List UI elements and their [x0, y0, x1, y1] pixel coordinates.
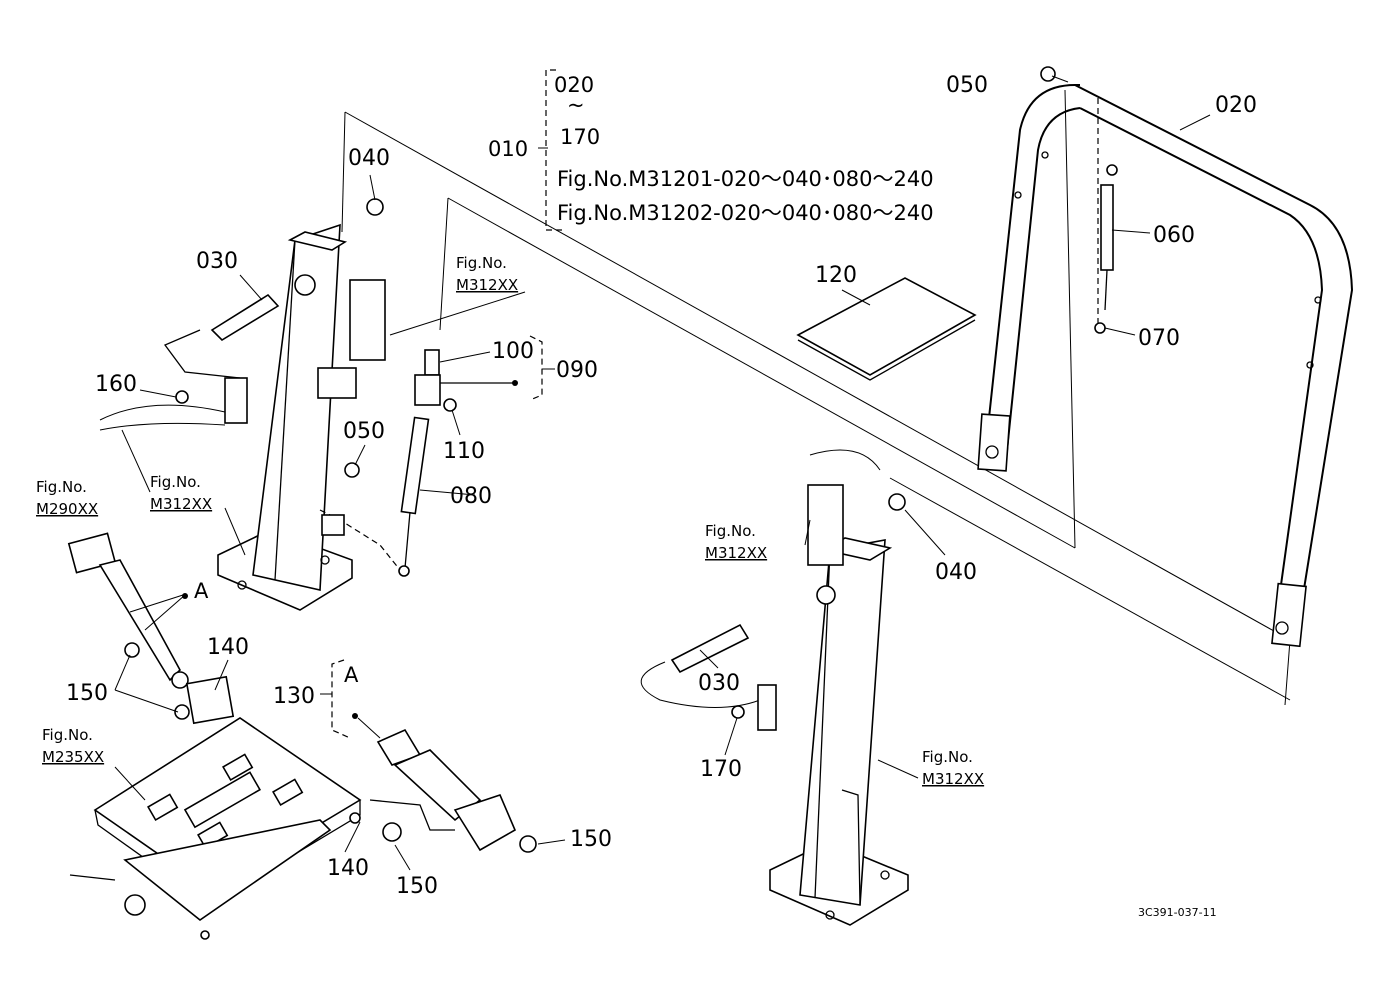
- group-090-label: 090: [556, 358, 598, 383]
- part-label-030-left: 030: [196, 249, 238, 274]
- marker-a: A: [194, 579, 209, 603]
- part-label-040-right: 040: [935, 560, 977, 585]
- manual-book-120: [796, 277, 977, 381]
- left-post-assembly: [163, 198, 386, 611]
- roll-bar-frame: [977, 84, 1354, 648]
- group-010-ref-2: Fig.No.M31202-020～040･080～240: [557, 201, 934, 225]
- group-130-marker: A: [344, 663, 359, 687]
- fig-ref-m312-upper: M312XX: [456, 276, 518, 294]
- seat-belt-tongue-130: [349, 728, 537, 853]
- part-label-120: 120: [815, 263, 857, 288]
- fig-ref-right-label: Fig.No.: [922, 748, 973, 766]
- drawing-number: 3C391-037-11: [1138, 906, 1217, 919]
- fig-ref-m235: M235XX: [42, 748, 104, 766]
- part-label-030-right: 030: [698, 671, 740, 696]
- group-130-label: 130: [273, 684, 315, 709]
- left-hose: [99, 404, 226, 431]
- part-label-110: 110: [443, 439, 485, 464]
- gas-strut-080: [319, 349, 515, 577]
- part-label-050-mid: 050: [343, 419, 385, 444]
- group-010-range-end: 170: [560, 125, 600, 149]
- part-label-100: 100: [492, 339, 534, 364]
- part-label-070: 070: [1138, 326, 1180, 351]
- part-label-040-left: 040: [348, 146, 390, 171]
- part-label-170: 170: [700, 757, 742, 782]
- fig-ref-upper-label: Fig.No.: [456, 254, 507, 272]
- fig-ref-m290: M290XX: [36, 500, 98, 518]
- assembly-outline-lines: [341, 89, 1291, 706]
- part-label-060: 060: [1153, 223, 1195, 248]
- part-label-080: 080: [450, 484, 492, 509]
- right-post-assembly: [640, 449, 909, 926]
- part-label-140-lower: 140: [327, 856, 369, 881]
- part-label-150-bottom: 150: [396, 874, 438, 899]
- part-label-150-right: 150: [570, 827, 612, 852]
- fig-ref-m312-right: M312XX: [922, 770, 984, 788]
- fig-ref-m312-mid: M312XX: [705, 544, 767, 562]
- fig-ref-m290-label: Fig.No.: [36, 478, 87, 496]
- part-label-140-upper: 140: [207, 635, 249, 660]
- group-010-ref-1: Fig.No.M31201-020～040･080～240: [557, 167, 934, 191]
- fig-ref-left-label: Fig.No.: [150, 473, 201, 491]
- fig-ref-m312-left: M312XX: [150, 495, 212, 513]
- fig-ref-m235-label: Fig.No.: [42, 726, 93, 744]
- leader-lines: [114, 75, 1211, 871]
- group-brackets: [320, 69, 566, 739]
- gas-strut-060: [1040, 66, 1118, 334]
- seat-base: [69, 717, 362, 940]
- group-010-range-start: 020: [554, 73, 594, 97]
- group-010-range-tilde: ~: [567, 93, 585, 117]
- group-010-label: 010: [488, 137, 528, 161]
- fig-ref-mid-label: Fig.No.: [705, 522, 756, 540]
- part-label-050-top: 050: [946, 73, 988, 98]
- part-label-020: 020: [1215, 93, 1257, 118]
- part-label-150-left: 150: [66, 681, 108, 706]
- part-label-160: 160: [95, 372, 137, 397]
- seat-belt-buckle: [67, 532, 235, 725]
